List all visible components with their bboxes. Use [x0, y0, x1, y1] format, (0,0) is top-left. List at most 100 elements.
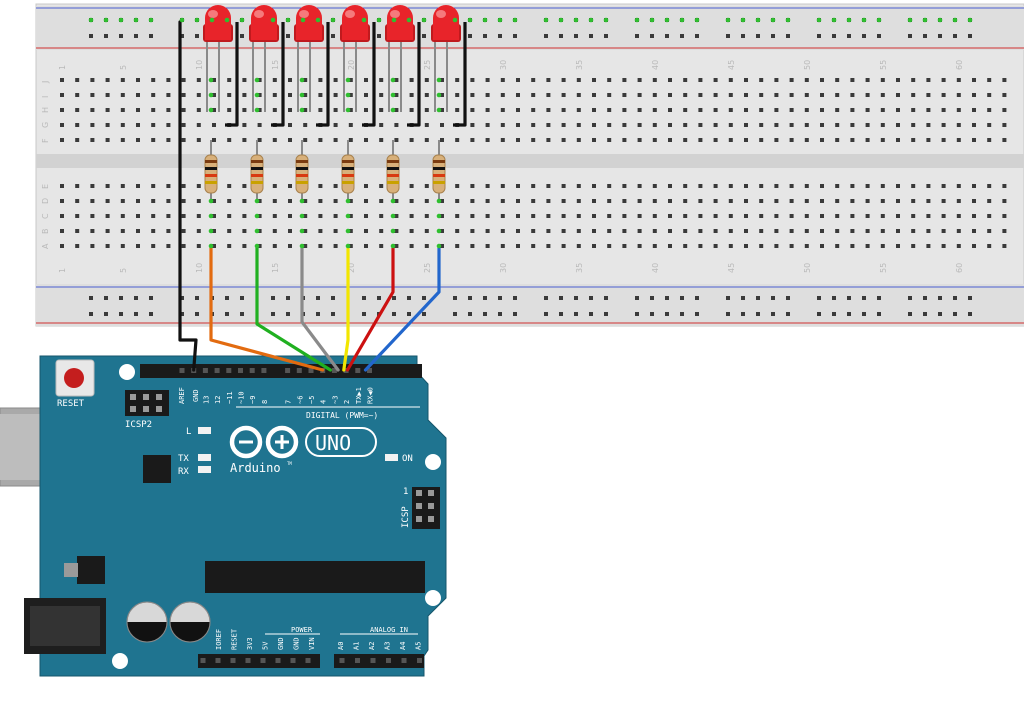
breadboard-hole	[622, 138, 627, 142]
breadboard-hole	[880, 244, 885, 248]
breadboard-hole	[546, 108, 551, 112]
power-rail-hole	[225, 296, 229, 300]
power-rail-hole	[331, 34, 335, 38]
breadboard-hole	[637, 93, 642, 97]
breadboard-hole	[348, 123, 353, 127]
breadboard-hole	[470, 199, 475, 203]
breadboard-hole	[561, 93, 566, 97]
breadboard-hole	[379, 93, 384, 97]
breadboard-hole	[485, 108, 490, 112]
breadboard-hole	[668, 244, 672, 248]
breadboard-hole	[576, 123, 581, 127]
breadboard-hole	[120, 214, 125, 218]
icsp2-pin	[156, 406, 162, 412]
header-socket	[285, 368, 291, 373]
breadboard-hole	[455, 108, 460, 112]
breadboard-hole	[652, 244, 657, 248]
breadboard-hole	[470, 214, 475, 218]
breadboard-hole	[668, 199, 672, 203]
power-rail-hole	[847, 34, 851, 38]
signal-wire	[345, 246, 395, 372]
breadboard-hole	[576, 229, 581, 233]
breadboard-hole	[972, 214, 976, 218]
connected-hole	[937, 17, 943, 23]
breadboard-hole	[561, 78, 566, 82]
breadboard-hole	[409, 244, 414, 248]
header-socket	[179, 368, 185, 373]
header-socket	[261, 368, 267, 373]
breadboard-hole	[151, 78, 156, 82]
breadboard-hole	[668, 123, 672, 127]
connected-hole	[390, 213, 396, 219]
breadboard-hole	[926, 184, 931, 188]
led-highlight	[208, 10, 218, 18]
breadboard-hole	[105, 78, 110, 82]
connected-hole	[421, 17, 427, 23]
breadboard-hole	[713, 123, 718, 127]
column-number-top: 10	[195, 60, 204, 70]
power-rail-hole	[513, 34, 517, 38]
analog-pin-label: A5	[415, 642, 423, 650]
breadboard-hole	[728, 108, 733, 112]
power-rail-hole	[453, 296, 457, 300]
breadboard-hole	[90, 244, 95, 248]
mounting-hole	[119, 364, 135, 380]
arduino-logo-icon	[229, 425, 299, 459]
breadboard-hole	[880, 123, 885, 127]
arduino-trademark: TM	[287, 461, 292, 466]
breadboard-hole	[303, 108, 308, 112]
jumper-wires	[178, 20, 467, 372]
breadboard-hole	[227, 78, 232, 82]
breadboard-hole	[622, 78, 627, 82]
power-rail-hole	[422, 312, 426, 316]
led-rx-indicator	[198, 466, 211, 473]
breadboard-hole	[698, 199, 703, 203]
connected-hole	[208, 228, 214, 234]
breadboard-hole	[652, 78, 657, 82]
connected-hole	[755, 17, 761, 23]
connected-hole	[254, 107, 260, 113]
breadboard-hole	[455, 78, 460, 82]
power-rail-hole	[392, 312, 396, 316]
breadboard-hole	[774, 184, 779, 188]
header-socket	[339, 658, 345, 663]
connected-hole	[907, 17, 913, 23]
breadboard-hole	[485, 93, 490, 97]
breadboard-hole	[561, 244, 566, 248]
breadboard-hole	[516, 214, 520, 218]
breadboard-hole	[485, 229, 490, 233]
header-socket	[249, 368, 255, 373]
power-rail-hole	[422, 34, 426, 38]
breadboard-hole	[698, 244, 703, 248]
connected-hole	[649, 17, 655, 23]
breadboard-hole	[440, 108, 444, 112]
gnd-label: GND	[192, 389, 200, 402]
breadboard-hole	[318, 199, 323, 203]
breadboard-hole	[941, 214, 946, 218]
breadboard-hole	[850, 214, 855, 218]
breadboard-hole	[622, 199, 627, 203]
breadboard-hole	[820, 184, 824, 188]
power-rail-hole	[832, 296, 836, 300]
breadboard-hole	[896, 93, 900, 97]
power-rail-hole	[908, 34, 912, 38]
breadboard-hole	[865, 138, 870, 142]
breadboard-hole	[607, 108, 612, 112]
breadboard-hole	[759, 244, 764, 248]
reset-button-cap[interactable]	[64, 368, 84, 388]
breadboard-hole	[941, 244, 946, 248]
breadboard-hole	[728, 123, 733, 127]
breadboard-hole	[75, 108, 80, 112]
power-rail-hole	[695, 34, 699, 38]
breadboard-hole	[1002, 184, 1007, 188]
breadboard-hole	[956, 244, 961, 248]
breadboard-hole	[622, 229, 627, 233]
header-socket	[275, 658, 281, 663]
breadboard-hole	[90, 138, 95, 142]
breadboard-hole	[181, 184, 186, 188]
connected-hole	[133, 17, 139, 23]
breadboard-hole	[789, 184, 794, 188]
breadboard-hole	[637, 184, 642, 188]
power-rail-hole	[240, 34, 244, 38]
breadboard-hole	[652, 123, 657, 127]
